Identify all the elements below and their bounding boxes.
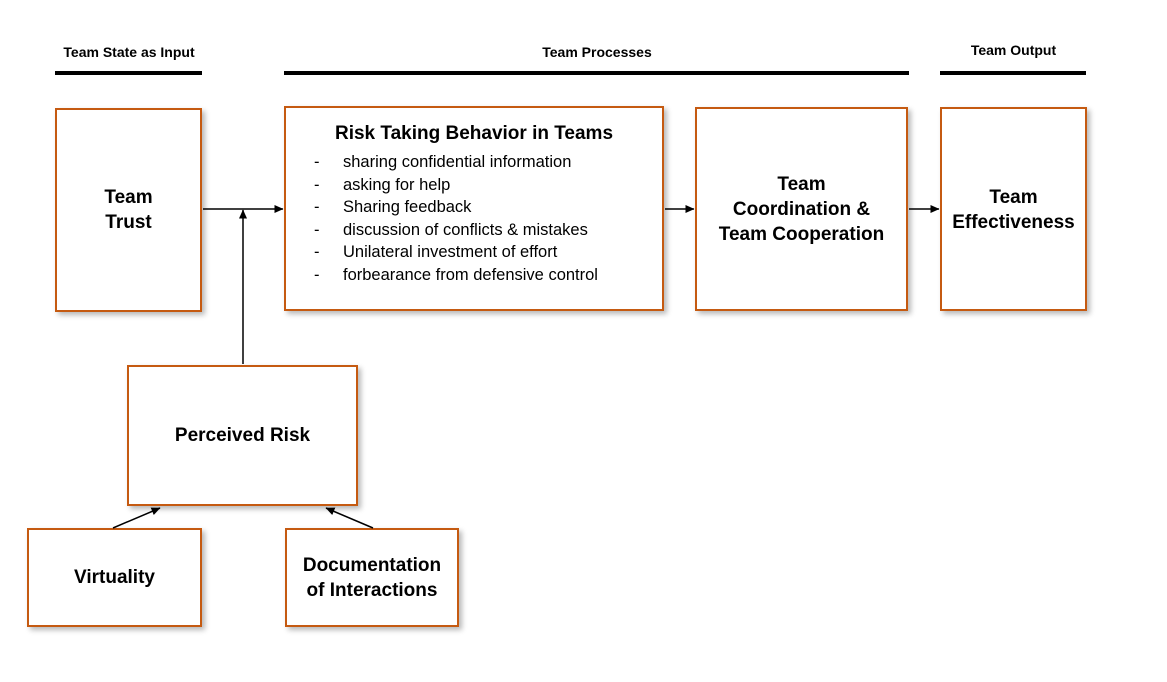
list-item: -discussion of conflicts & mistakes	[314, 220, 588, 239]
documentation-label-line1: Documentation	[302, 554, 442, 576]
risk-taking-title: Risk Taking Behavior in Teams	[334, 123, 614, 144]
header-rule-input	[55, 71, 202, 75]
perceived-risk-label: Perceived Risk	[174, 425, 311, 446]
header-rule-processes	[284, 71, 909, 75]
list-item: -sharing confidential information	[314, 153, 572, 171]
list-item: -forbearance from defensive control	[314, 265, 598, 284]
list-item: -Unilateral investment of effort	[314, 243, 558, 261]
virtuality-box: Virtuality	[27, 528, 202, 627]
team-trust-label-line2: Trust	[105, 212, 152, 233]
team-effectiveness-box: Team Effectiveness	[940, 107, 1087, 311]
virtuality-label: Virtuality	[74, 567, 155, 588]
risk-taking-box: Risk Taking Behavior in Teams -sharing c…	[284, 106, 664, 311]
coordination-label-line3: Team Cooperation	[718, 223, 885, 245]
list-item: -asking for help	[314, 175, 451, 194]
team-trust-box: Team Trust	[55, 108, 202, 312]
header-team-state-input: Team State as Input	[63, 44, 195, 60]
team-coordination-box: Team Coordination & Team Cooperation	[695, 107, 908, 311]
arrow-documentation-to-perceived-risk	[325, 507, 374, 529]
list-item: -Sharing feedback	[314, 198, 472, 216]
header-rule-output	[940, 71, 1086, 75]
perceived-risk-box: Perceived Risk	[127, 365, 358, 506]
header-team-output: Team Output	[970, 42, 1057, 58]
effectiveness-label-line1: Team	[989, 187, 1038, 208]
effectiveness-label-line2: Effectiveness	[952, 212, 1075, 233]
documentation-label-line2: of Interactions	[306, 579, 438, 601]
documentation-box: Documentation of Interactions	[285, 528, 459, 627]
header-team-processes: Team Processes	[542, 44, 652, 60]
coordination-label-line2: Coordination &	[732, 198, 871, 220]
arrow-virtuality-to-perceived-risk	[112, 507, 161, 529]
team-trust-label-line1: Team	[104, 187, 153, 208]
risk-taking-list: -sharing confidential information -askin…	[286, 151, 662, 286]
coordination-label-line1: Team	[777, 173, 826, 195]
